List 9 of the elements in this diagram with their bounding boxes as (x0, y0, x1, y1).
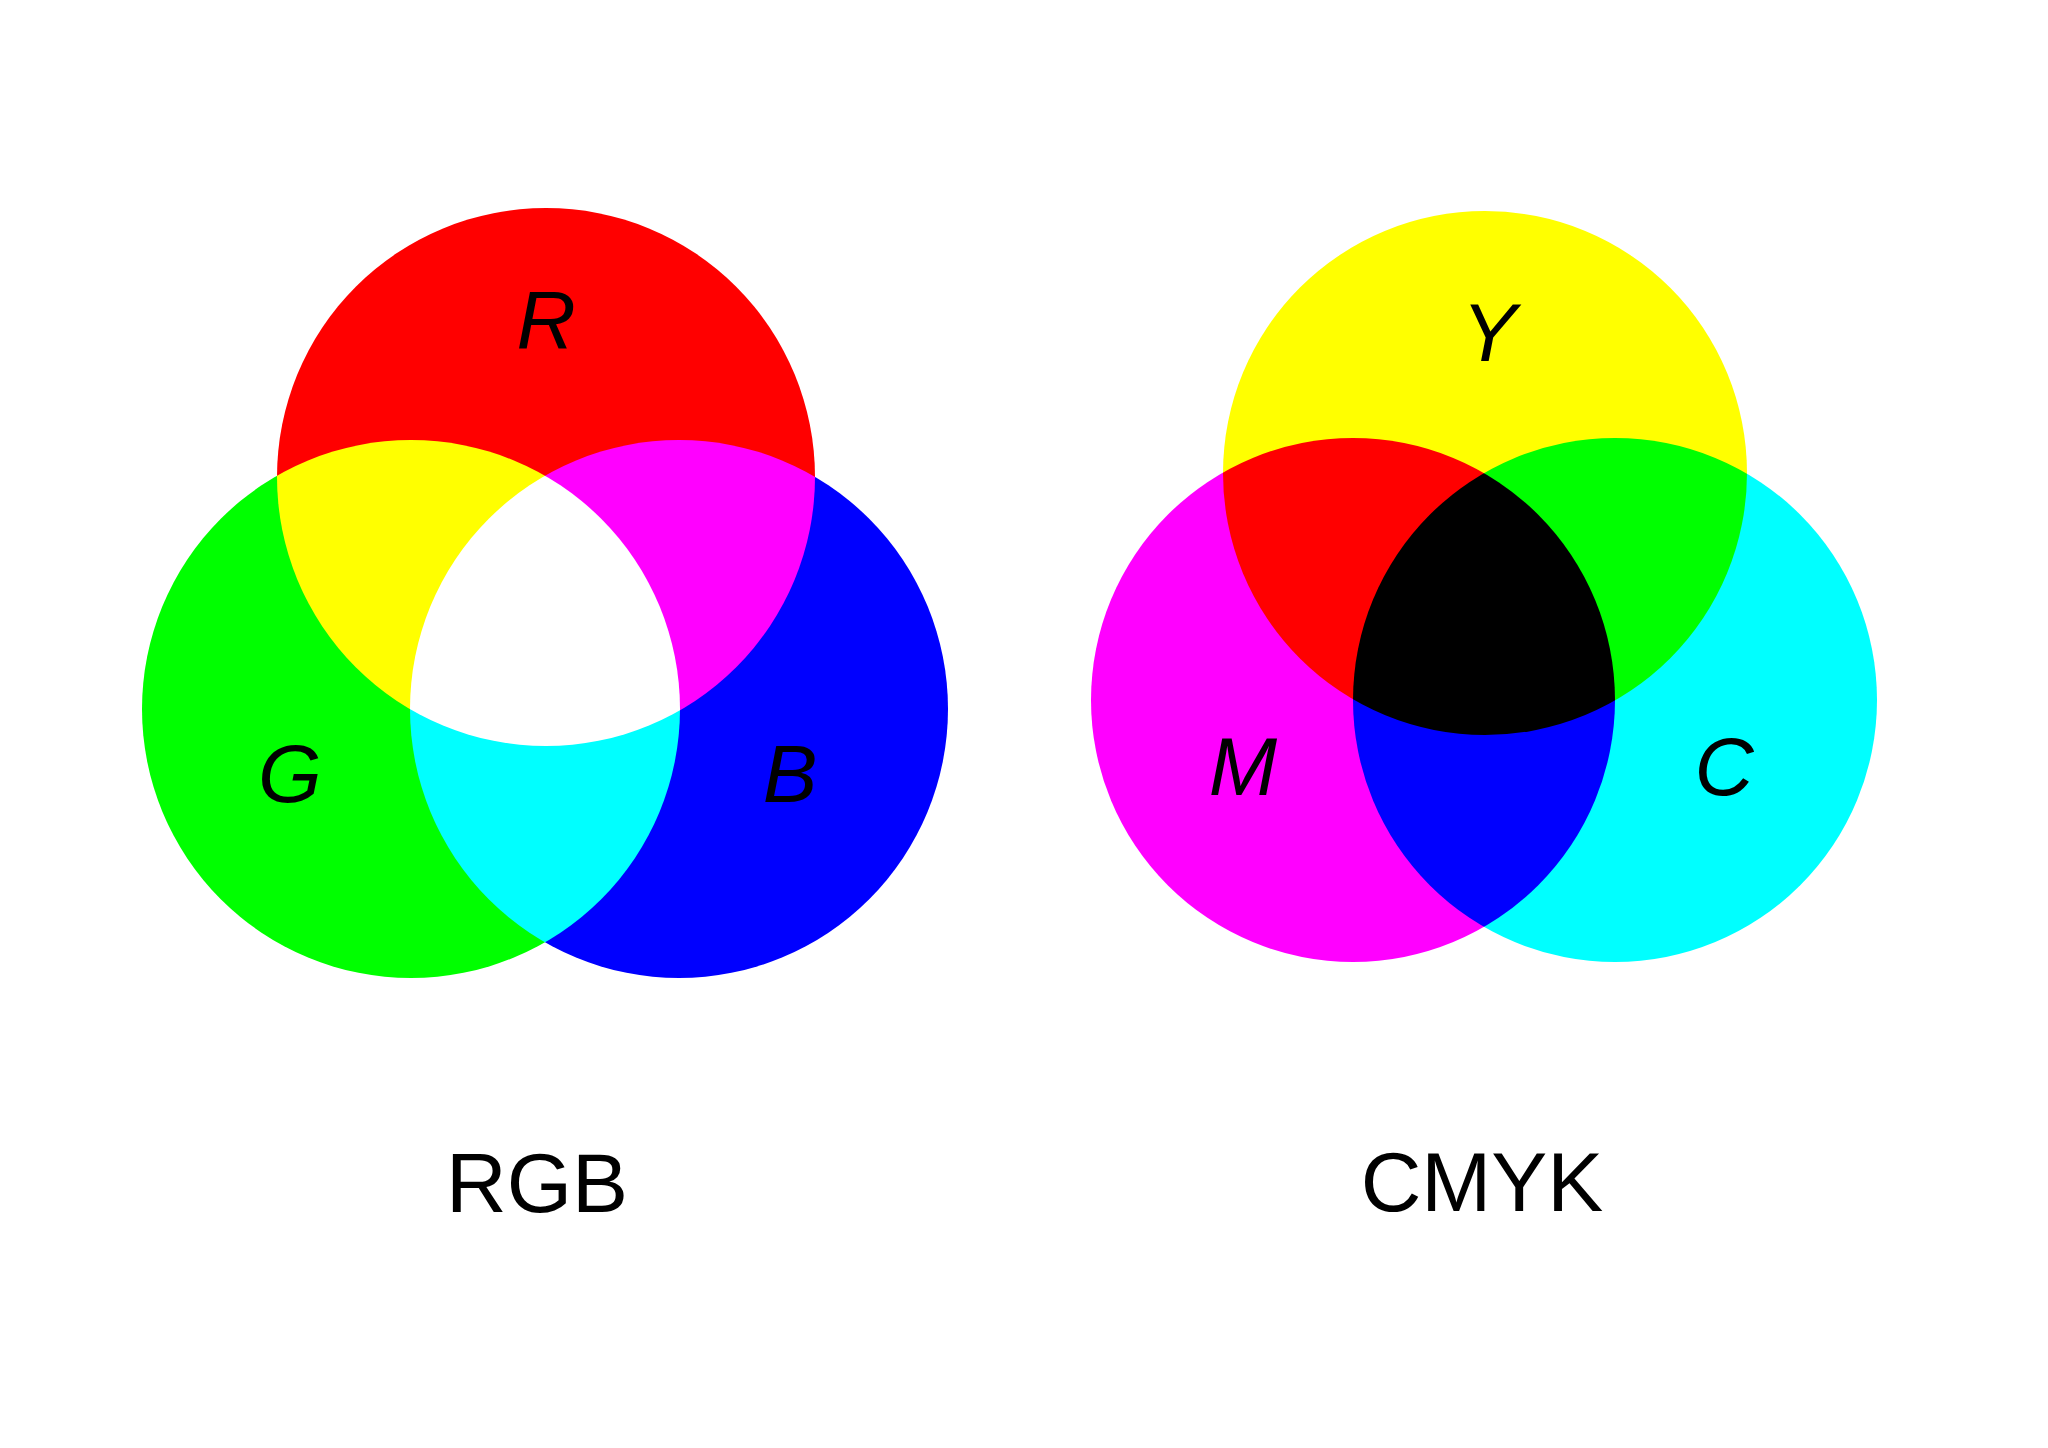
channel-letter: C (1694, 726, 1754, 808)
channel-letter: G (258, 733, 322, 815)
channel-letter: R (516, 279, 576, 361)
venn-circle (1353, 438, 1877, 962)
color-model-label: CMYK (1360, 1140, 1604, 1224)
color-model-label: RGB (446, 1141, 628, 1225)
channel-letter: B (762, 733, 818, 815)
venn-circle (410, 440, 948, 978)
channel-letter: M (1208, 726, 1278, 808)
